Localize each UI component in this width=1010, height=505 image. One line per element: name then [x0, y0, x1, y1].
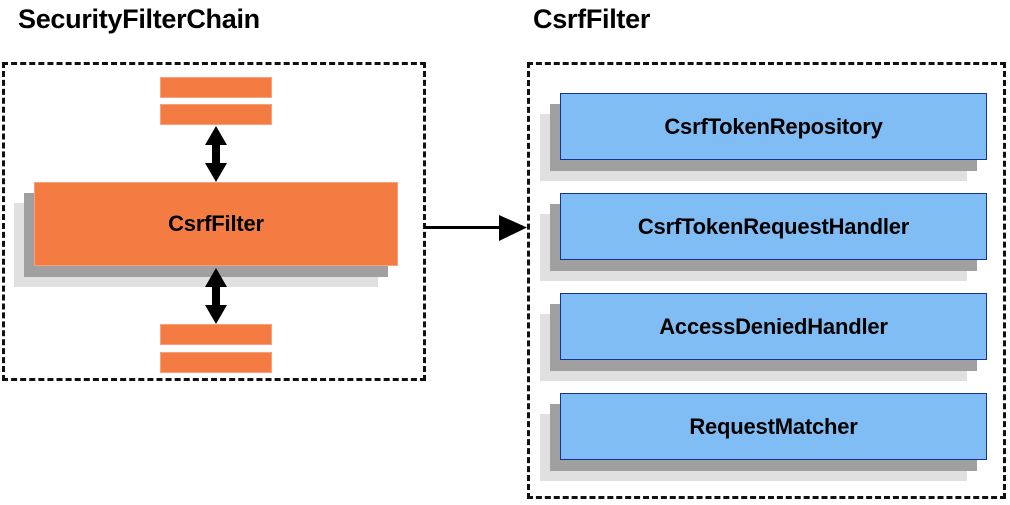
filter-bar-below-2 [160, 352, 272, 373]
node-csrf-token-repository[interactable]: CsrfTokenRepository [540, 93, 987, 181]
node-access-denied-handler-label: AccessDeniedHandler [560, 293, 987, 360]
panel-security-filter-chain [2, 62, 426, 381]
node-request-matcher-label: RequestMatcher [560, 393, 987, 460]
filter-bar-below-1 [160, 324, 272, 345]
filter-bar-above-2 [160, 104, 272, 125]
node-csrf-filter-label: CsrfFilter [34, 182, 398, 266]
node-request-matcher[interactable]: RequestMatcher [540, 393, 987, 481]
expand-csrf-filter-arrow [424, 215, 532, 241]
node-csrf-token-repository-label: CsrfTokenRepository [560, 93, 987, 160]
node-csrf-token-request-handler[interactable]: CsrfTokenRequestHandler [540, 193, 987, 281]
panel-title-security-filter-chain: SecurityFilterChain [18, 4, 260, 34]
chain-link-upper-arrow [203, 126, 229, 182]
node-csrf-token-request-handler-label: CsrfTokenRequestHandler [560, 193, 987, 260]
node-csrf-filter[interactable]: CsrfFilter [14, 182, 398, 287]
filter-bar-above-1 [160, 77, 272, 98]
panel-csrf-filter-detail [527, 62, 1006, 499]
node-access-denied-handler[interactable]: AccessDeniedHandler [540, 293, 987, 381]
panel-title-csrf-filter: CsrfFilter [533, 4, 651, 34]
chain-link-lower-arrow [203, 268, 229, 324]
